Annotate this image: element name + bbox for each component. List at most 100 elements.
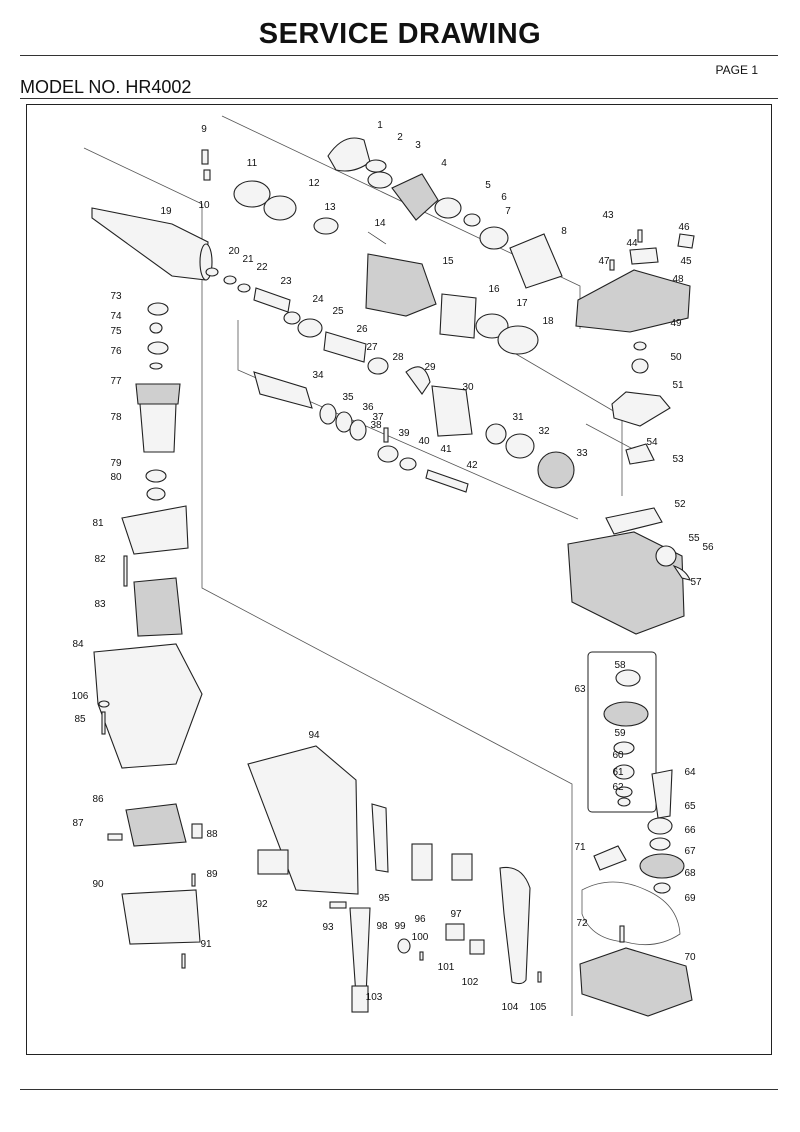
callout-32: 32 (538, 426, 550, 437)
callout-93: 93 (322, 922, 334, 933)
callout-14: 14 (374, 218, 386, 229)
part-washer (149, 362, 163, 370)
callout-59: 59 (614, 728, 626, 739)
part-brush-holder (125, 803, 187, 847)
callout-58: 58 (614, 660, 626, 671)
callout-51: 51 (672, 380, 684, 391)
part-barrel (91, 207, 209, 281)
callout-12: 12 (308, 178, 320, 189)
handle-group (247, 745, 542, 1013)
part-spring (505, 433, 535, 459)
callout-81: 81 (92, 518, 104, 529)
page-title: SERVICE DRAWING (258, 18, 542, 50)
page-number: PAGE 1 (715, 63, 758, 77)
callout-5: 5 (485, 180, 491, 191)
callout-34: 34 (312, 370, 324, 381)
part-flange (233, 180, 271, 208)
part-bolt (367, 231, 387, 245)
callout-42: 42 (466, 460, 478, 471)
part-gear (377, 445, 399, 463)
callout-67: 67 (684, 846, 696, 857)
callout-80: 80 (110, 472, 122, 483)
callout-21: 21 (242, 254, 254, 265)
callout-100: 100 (412, 932, 429, 943)
callout-97: 97 (450, 909, 462, 920)
callout-8: 8 (561, 226, 567, 237)
callout-54: 54 (646, 437, 658, 448)
part-side-grip (349, 907, 371, 997)
part-o-ring-large (581, 881, 681, 946)
part-bearing (647, 817, 673, 835)
callout-1: 1 (377, 120, 383, 131)
part-pin (383, 427, 389, 443)
callout-96: 96 (414, 914, 426, 925)
motor-group (93, 302, 203, 969)
callout-62: 62 (612, 782, 624, 793)
part-clip (405, 366, 431, 395)
callout-29: 29 (424, 362, 436, 373)
part-ring-small (223, 275, 237, 285)
callout-24: 24 (312, 294, 324, 305)
part-lever (629, 247, 659, 265)
part-screw (537, 971, 542, 983)
part-screw (609, 259, 615, 271)
part-ring-large (497, 325, 539, 355)
part-ring (399, 457, 417, 471)
part-o-ring (475, 313, 509, 339)
callout-94: 94 (308, 730, 320, 741)
callout-30: 30 (462, 382, 474, 393)
part-bearing (147, 341, 169, 355)
callout-89: 89 (206, 869, 218, 880)
diagram-frame (26, 104, 772, 1055)
part-ring (617, 797, 631, 807)
callout-55: 55 (688, 533, 700, 544)
callout-82: 82 (94, 554, 106, 565)
callout-36: 36 (362, 402, 374, 413)
callout-101: 101 (438, 962, 455, 973)
part-gear (639, 853, 685, 879)
callout-31: 31 (512, 412, 524, 423)
part-screw (619, 925, 625, 943)
part-connecting-rod (425, 469, 469, 493)
exploded-parts-diagram: 1234567891011121314151617181920212223242… (72, 115, 714, 1017)
callout-98: 98 (376, 921, 388, 932)
part-screw (637, 229, 643, 243)
callout-73: 73 (110, 291, 122, 302)
part-screw (181, 953, 186, 969)
callout-64: 64 (684, 767, 696, 778)
callout-35: 35 (342, 392, 354, 403)
callout-88: 88 (206, 829, 218, 840)
part-gear-assembly (537, 451, 575, 489)
part-insulation-washer (145, 469, 167, 483)
callout-41: 41 (440, 444, 452, 455)
callout-85: 85 (74, 714, 86, 725)
part-bearing (147, 302, 169, 316)
part-carbon-brush (191, 823, 203, 839)
callout-16: 16 (488, 284, 500, 295)
part-gasket (611, 391, 671, 427)
part-strain-relief (397, 938, 411, 954)
part-capacitor (445, 923, 465, 941)
callout-70: 70 (684, 952, 696, 963)
part-gear (603, 701, 649, 727)
callout-26: 26 (356, 324, 368, 335)
footer-rule (20, 1089, 778, 1090)
callout-78: 78 (110, 412, 122, 423)
part-ring-small (237, 283, 251, 293)
callout-49: 49 (670, 318, 682, 329)
part-field (133, 577, 183, 637)
callout-52: 52 (674, 499, 686, 510)
part-crank-housing (567, 531, 685, 635)
callout-63: 63 (574, 684, 586, 695)
part-cap (327, 137, 371, 172)
callout-105: 105 (530, 1002, 547, 1013)
part-rear-cover (121, 889, 201, 945)
part-bushing (297, 318, 323, 338)
part-screw (419, 951, 424, 961)
part-screw (191, 873, 196, 887)
part-name-plate (257, 849, 289, 875)
callout-74: 74 (110, 311, 122, 322)
callout-103: 103 (366, 992, 383, 1003)
callout-45: 45 (680, 256, 692, 267)
part-o-ring (335, 411, 353, 433)
